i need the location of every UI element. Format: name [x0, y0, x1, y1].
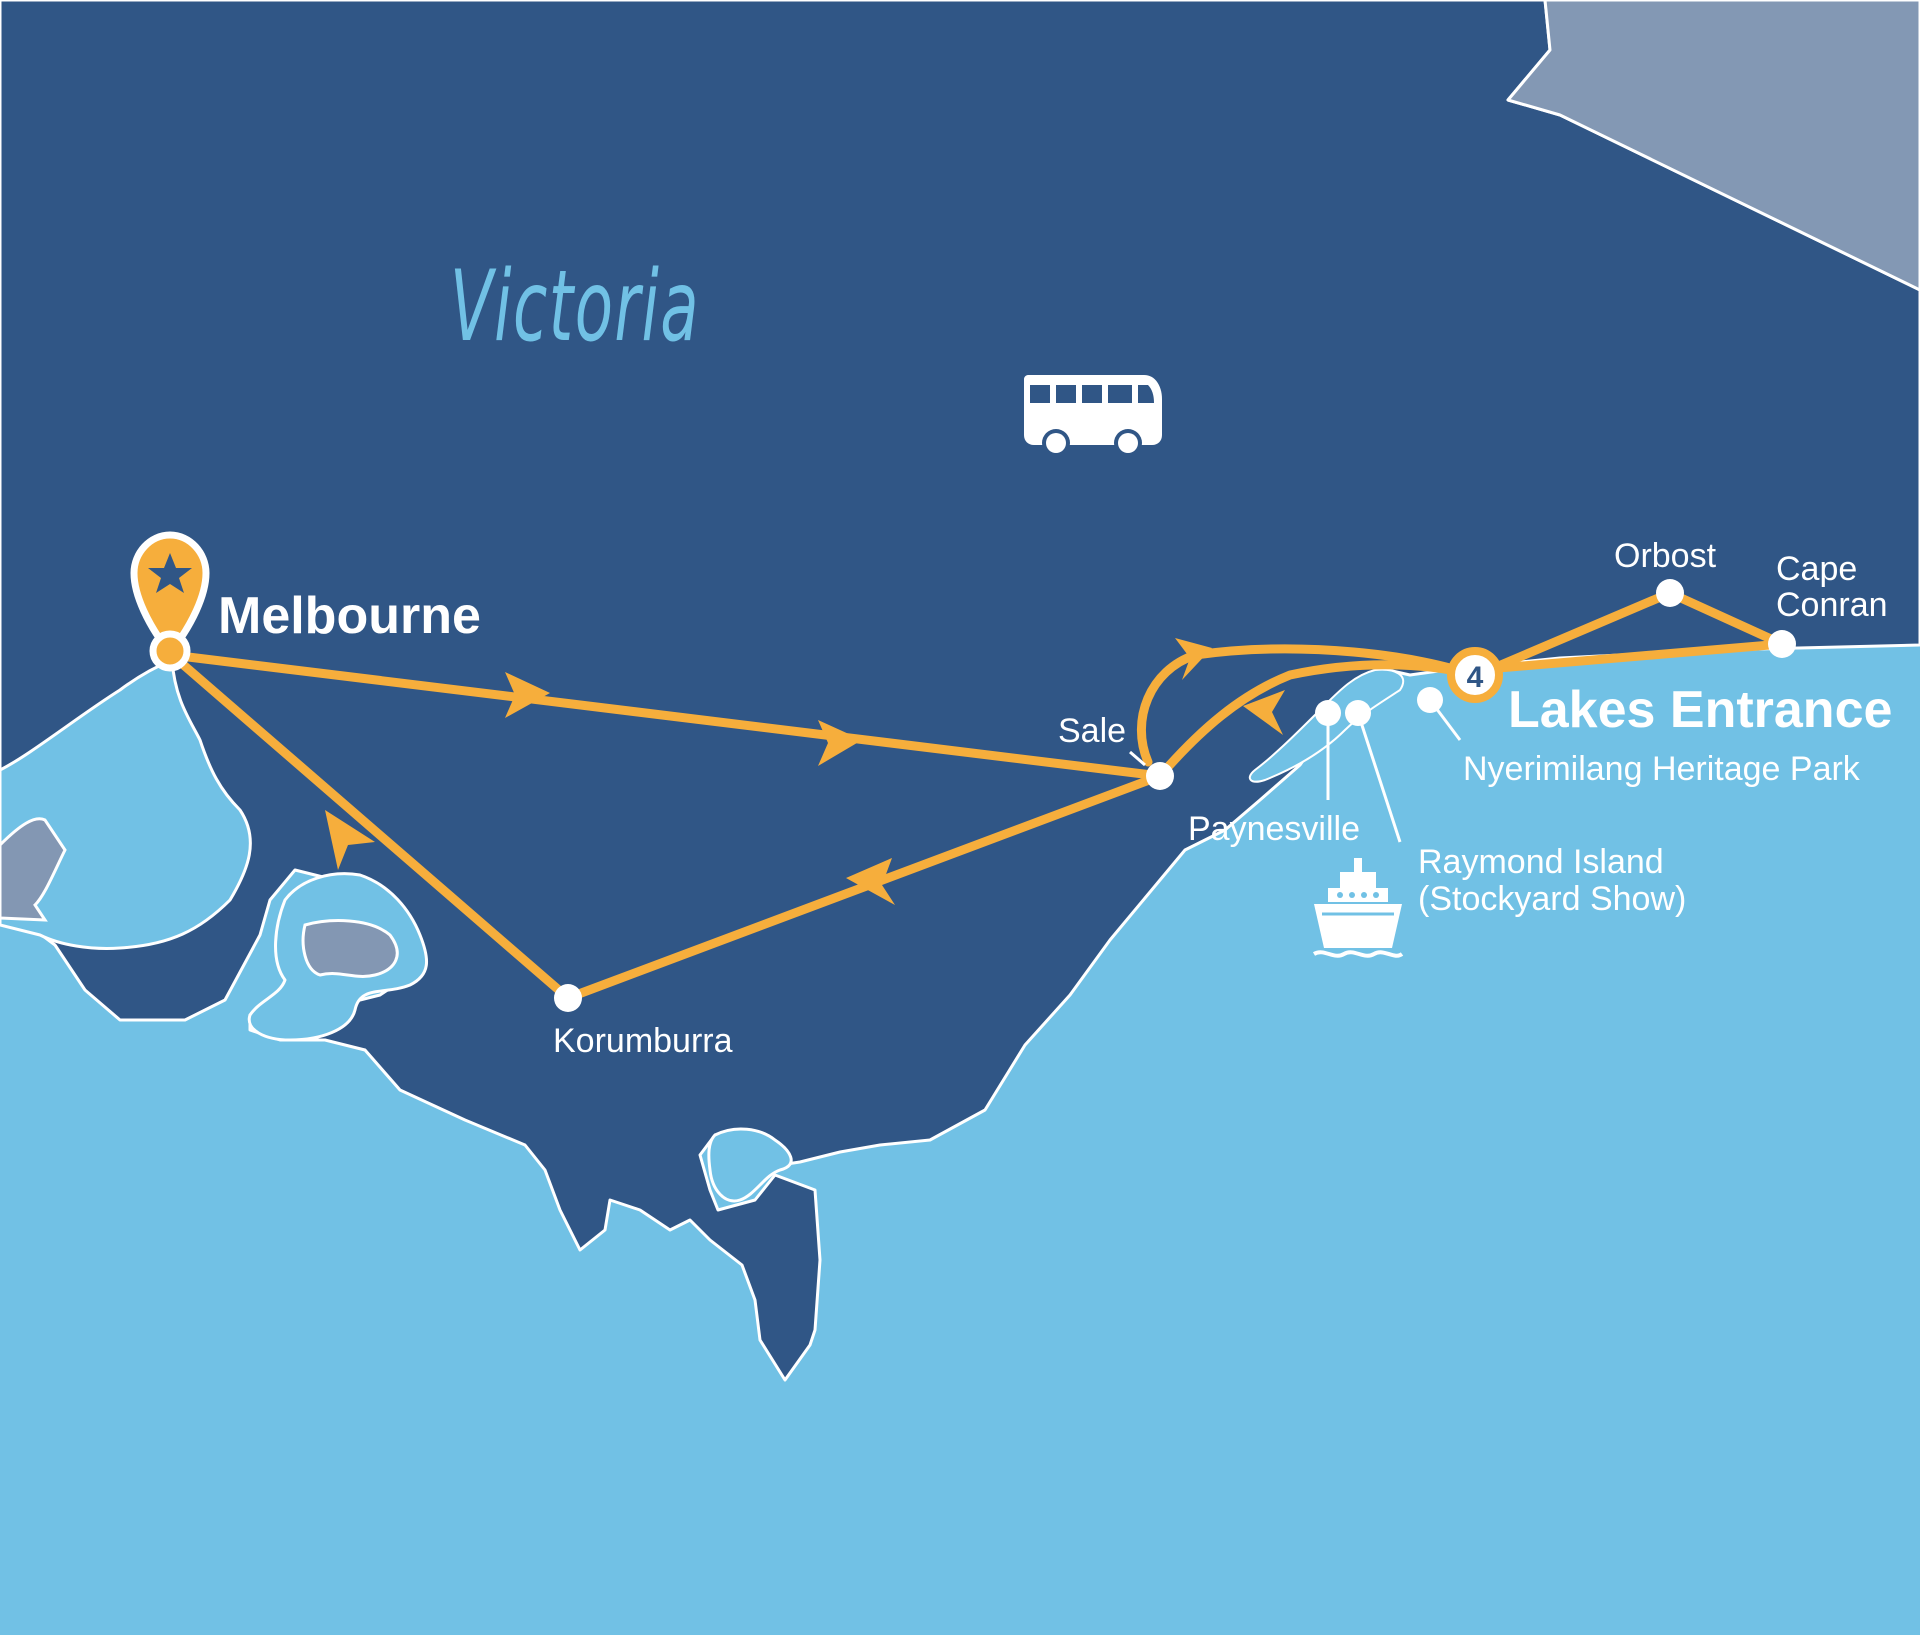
marker-cape-conran[interactable]: [1768, 630, 1796, 658]
route-sale-loop-south: [1155, 660, 1480, 781]
label-paynesville: Paynesville: [1188, 810, 1360, 848]
route-orbost-cape-conran: [1665, 588, 1787, 649]
arrow-icon: [818, 720, 862, 766]
arrow-icon: [846, 858, 895, 905]
label-sale: Sale: [1058, 712, 1126, 750]
marker-sale[interactable]: [1146, 762, 1174, 790]
arrow-icon: [325, 810, 375, 870]
label-cape: Cape: [1776, 550, 1857, 588]
route-sale-loop-north: [1136, 644, 1480, 767]
arrow-icon: [505, 672, 550, 718]
leader-sale: [1129, 750, 1146, 767]
route-arrows: [325, 638, 1285, 905]
route-lakes-orbost: [1470, 588, 1675, 681]
arrow-icon: [1175, 638, 1212, 680]
label-korumburra: Korumburra: [553, 1022, 733, 1060]
label-raymond-island: Raymond Island: [1418, 843, 1664, 881]
bus-icon: [1024, 375, 1162, 457]
label-lakes-entrance: Lakes Entrance: [1508, 681, 1892, 739]
new-south-wales: [1506, 0, 1920, 292]
arrow-icon: [1243, 690, 1285, 735]
label-orbost: Orbost: [1614, 537, 1717, 575]
route-cape-conran-lakes: [1470, 639, 1787, 675]
marker-orbost[interactable]: [1656, 579, 1684, 607]
label-melbourne: Melbourne: [218, 587, 481, 645]
route-melbourne-sale: [167, 650, 1165, 781]
region-label: Victoria: [450, 250, 700, 364]
swan-island: [0, 817, 67, 922]
leader-nyerimilang: [1428, 699, 1462, 741]
label-nyerimilang: Nyerimilang Heritage Park: [1463, 750, 1861, 788]
corner-inlet: [707, 1127, 793, 1203]
label-conran: Conran: [1776, 586, 1888, 624]
ferry-icon: [1312, 858, 1404, 958]
place-markers: [554, 579, 1796, 1012]
route-korumburra-melbourne: [167, 650, 573, 1003]
leader-lines: [1129, 699, 1462, 843]
star-pin-icon[interactable]: [130, 531, 210, 672]
nights-count: 4: [1467, 661, 1484, 694]
lakes-entrance-badge[interactable]: 4: [1447, 647, 1503, 703]
label-raymond-island-sub: (Stockyard Show): [1418, 880, 1686, 918]
marker-korumburra[interactable]: [554, 984, 582, 1012]
french-island: [301, 919, 399, 978]
port-phillip-bay: [0, 658, 252, 950]
